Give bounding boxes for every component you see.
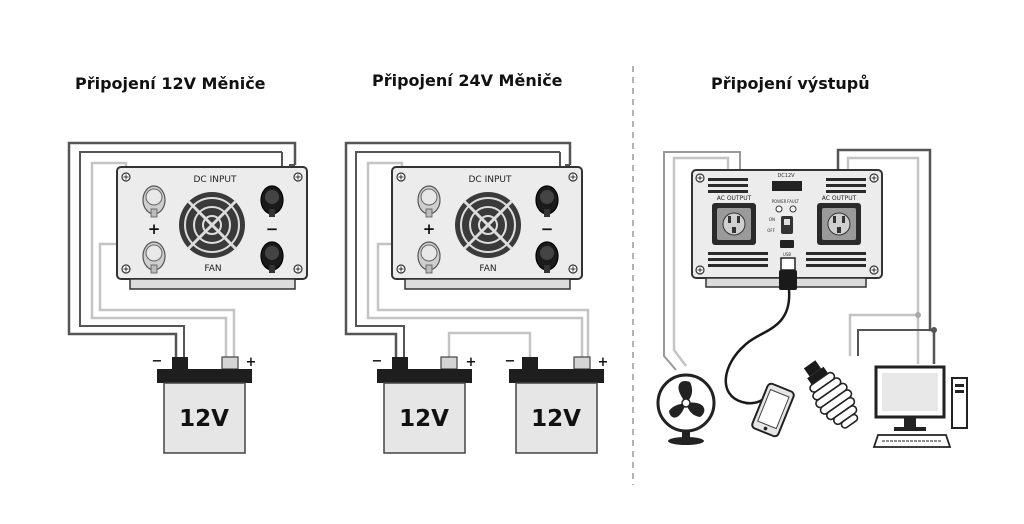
ac-output-label: AC OUTPUT	[717, 195, 752, 202]
power-label: POWER	[772, 199, 787, 204]
usb-plug-icon	[779, 257, 797, 290]
bulb-icon	[803, 360, 859, 429]
switch-off-label: OFF	[767, 228, 775, 233]
fault-label: FAULT	[787, 199, 799, 204]
fan-icon	[656, 373, 716, 445]
battery-plus-label: +	[246, 355, 257, 370]
title-output-connection: Připojení výstupů	[711, 74, 870, 93]
display-label: DC12V	[777, 173, 795, 179]
power-led-icon	[775, 205, 783, 213]
ac-output-label: AC OUTPUT	[822, 195, 857, 202]
battery-plus-label: +	[598, 355, 609, 370]
fault-led-icon	[789, 205, 797, 213]
battery-plus-label: +	[466, 355, 477, 370]
title-12v-connection: Připojení 12V Měniče	[75, 74, 266, 93]
screw-icon	[869, 173, 879, 183]
battery-12v: 12V − +	[152, 354, 257, 454]
inverter-minus-label: −	[266, 220, 279, 238]
battery-24v-b: 12V − +	[505, 354, 609, 454]
title-24v-connection: Připojení 24V Měniče	[372, 71, 563, 90]
ac-socket-left	[712, 203, 756, 245]
fan-label: FAN	[479, 264, 496, 274]
screw-icon	[121, 172, 131, 182]
usb-port[interactable]	[780, 240, 794, 248]
battery-voltage-label: 12V	[179, 406, 229, 432]
battery-minus-label: −	[152, 354, 163, 369]
fan-grill-icon	[453, 190, 523, 260]
screw-icon	[396, 172, 406, 182]
wire-bulb-b	[857, 329, 934, 356]
fan-label: FAN	[204, 264, 221, 274]
inverter-plus-label: +	[148, 220, 161, 238]
switch-on-label: ON	[769, 217, 775, 222]
ac-socket-right	[817, 203, 861, 245]
section-12v: DC INPUT FAN + − 12V − +	[67, 141, 308, 454]
usb-label: USB	[783, 252, 791, 257]
wire-fan-b	[663, 151, 741, 371]
screw-icon	[293, 264, 303, 274]
screw-icon	[396, 264, 406, 274]
section-24v: DC INPUT FAN + − 12V − + 12V − +	[344, 141, 609, 454]
inverter-minus-label: −	[541, 220, 554, 238]
screw-icon	[568, 264, 578, 274]
wire-series-link	[447, 331, 532, 357]
battery-voltage-label: 12V	[399, 406, 449, 432]
section-output: AC OUTPUT AC OUTPUT DC12V POWER FAULT ON…	[656, 148, 968, 448]
wire-fan	[672, 156, 730, 367]
inverter-24v: DC INPUT FAN + −	[391, 166, 583, 290]
screw-icon	[121, 264, 131, 274]
screw-icon	[293, 172, 303, 182]
voltage-display	[772, 181, 802, 191]
wire-computer	[836, 148, 936, 364]
screw-icon	[869, 265, 879, 275]
inverter-plus-label: +	[423, 220, 436, 238]
battery-minus-label: −	[372, 354, 383, 369]
screw-icon	[568, 172, 578, 182]
screw-icon	[695, 265, 705, 275]
battery-minus-label: −	[505, 354, 516, 369]
dc-input-label: DC INPUT	[469, 175, 512, 185]
inverter-12v: DC INPUT FAN + −	[116, 166, 308, 290]
dc-input-label: DC INPUT	[194, 175, 237, 185]
computer-icon	[872, 365, 968, 448]
battery-24v-a: 12V − +	[372, 354, 477, 454]
screw-icon	[695, 173, 705, 183]
wire-computer-b	[846, 156, 920, 364]
usb-cable	[724, 289, 791, 405]
battery-voltage-label: 12V	[531, 406, 581, 432]
phone-icon	[751, 382, 795, 438]
fan-grill-icon	[177, 190, 247, 260]
wire-bulb	[848, 313, 918, 356]
